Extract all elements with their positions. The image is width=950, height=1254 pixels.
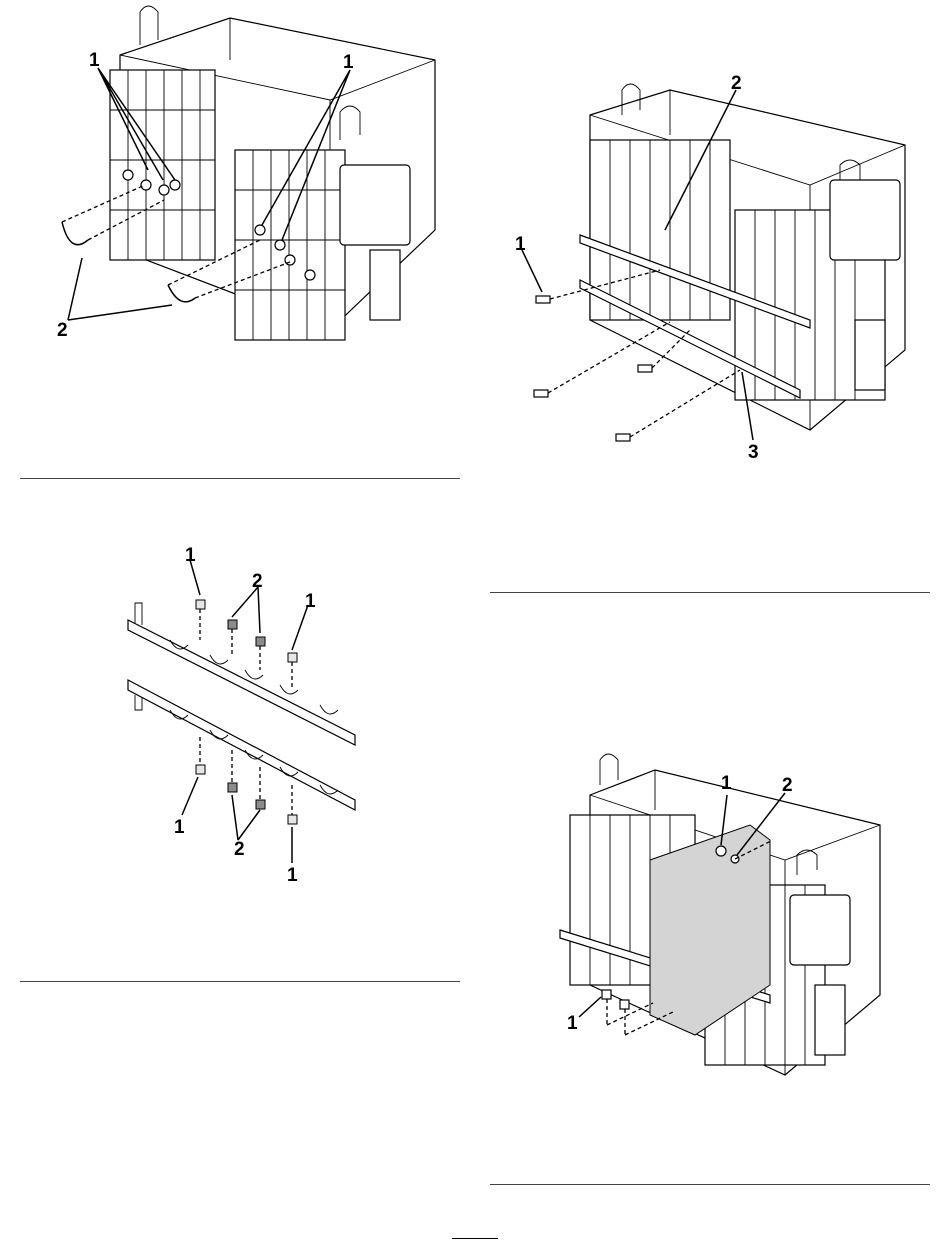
callout-1: 1 <box>515 234 526 255</box>
pad-bot-2a <box>228 783 237 792</box>
jumper-cable-1 <box>62 222 88 245</box>
fastener <box>716 846 726 856</box>
pad-top-2b <box>256 637 265 646</box>
callout-1-bottom: 1 <box>567 1013 578 1034</box>
callout-1-top-left: 1 <box>185 545 196 566</box>
page-footer-rule <box>452 1238 498 1239</box>
callout-1-right: 1 <box>343 52 354 73</box>
cell-stack-right <box>235 150 345 340</box>
figure-bottom-right-drawing: 1 2 1 <box>535 745 895 1110</box>
bolt <box>534 390 548 397</box>
divider-bottom-right <box>490 1184 930 1185</box>
callout-2: 2 <box>731 73 742 94</box>
callout-1-bottom-left: 1 <box>174 817 185 838</box>
bus-bar-lower <box>128 680 355 810</box>
fastener <box>620 1000 629 1009</box>
callout-2-top: 2 <box>252 571 263 592</box>
fastener <box>602 990 611 999</box>
pad-bot-3 <box>288 815 297 824</box>
figure-top-right-drawing: 1 2 3 <box>510 60 930 470</box>
bus-bar-upper <box>128 620 355 745</box>
divider-top-right <box>490 592 930 593</box>
bolt <box>638 365 652 372</box>
callout-1-top-right: 1 <box>305 591 316 612</box>
callout-1-left: 1 <box>89 50 100 71</box>
bolt <box>536 296 550 303</box>
bolt <box>616 434 630 441</box>
figure-top-left-drawing: 1 1 2 <box>40 0 470 470</box>
callout-2: 2 <box>57 320 68 341</box>
figure-top-left: 1 1 2 <box>40 0 470 470</box>
figure-bottom-right: 1 2 1 <box>535 745 895 1110</box>
figure-top-right: 1 2 3 <box>510 60 930 470</box>
callout-3: 3 <box>748 442 759 463</box>
figure-middle-left: 1 2 1 1 2 1 <box>110 545 370 885</box>
divider-top-left <box>20 478 460 479</box>
pad-bot-1 <box>196 765 205 774</box>
pad-top-3 <box>288 653 297 662</box>
figure-middle-left-drawing: 1 2 1 1 2 1 <box>110 545 370 885</box>
pad-bot-2b <box>256 800 265 809</box>
cell-stack-left <box>110 70 215 260</box>
pad-top-2a <box>228 620 237 629</box>
jumper-cable-2 <box>168 285 195 302</box>
divider-middle-left <box>20 981 460 982</box>
callout-1-bottom-right: 1 <box>287 865 298 885</box>
pad-top-1 <box>196 600 205 609</box>
callout-2-bottom: 2 <box>234 839 245 860</box>
callout-2: 2 <box>782 775 793 796</box>
callout-1-top: 1 <box>721 773 732 794</box>
